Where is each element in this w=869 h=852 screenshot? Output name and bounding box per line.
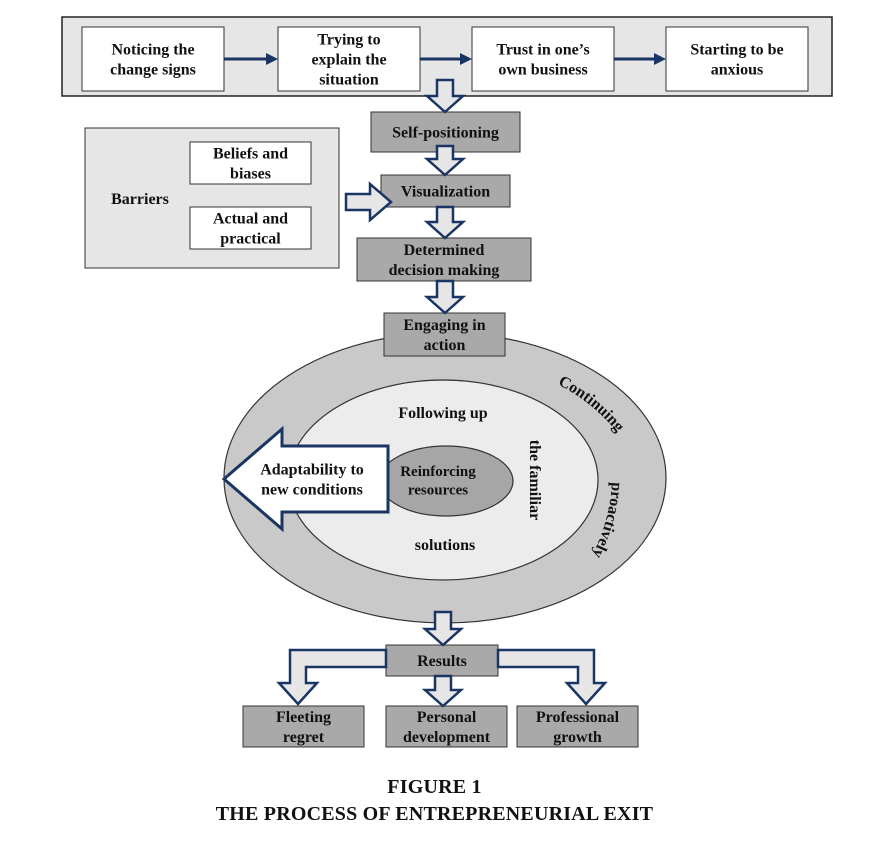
top-step-label-explaining: Trying to explain the situation xyxy=(311,32,386,89)
barrier-label-beliefs-line: Beliefs and xyxy=(213,146,288,163)
stage-label-visualization-line: Visualization xyxy=(401,184,490,201)
barrier-label-actual: Actual and practical xyxy=(213,211,288,248)
arrow-to-personal xyxy=(421,674,465,708)
inner-side-label: the familiar xyxy=(526,440,543,520)
core-label-line: resources xyxy=(408,483,468,499)
top-step-box-trust xyxy=(471,26,615,92)
top-step-label-explaining-line: explain the xyxy=(311,52,386,69)
adaptability-arrow xyxy=(221,425,390,533)
top-step-label-anxious-line: Starting to be xyxy=(690,42,783,59)
top-step-label-noticing: Noticing the change signs xyxy=(110,42,196,79)
top-step-label-anxious: Starting to be anxious xyxy=(690,42,783,79)
arrow-to-engaging xyxy=(423,279,467,315)
stage-label-visualization: Visualization xyxy=(401,184,490,201)
stage-label-determined-line: decision making xyxy=(389,262,500,279)
outcome-label-personal-line: Personal xyxy=(417,709,477,726)
barriers-to-visualization-arrow xyxy=(344,181,393,223)
barrier-label-beliefs: Beliefs and biases xyxy=(213,146,288,183)
barrier-label-actual-line: practical xyxy=(220,231,281,248)
top-step-label-anxious-line: anxious xyxy=(711,62,763,79)
outcome-box-personal xyxy=(385,705,508,748)
stage-label-engaging-line: action xyxy=(424,337,466,354)
branch-arrow-right xyxy=(496,648,608,706)
outcome-label-personal-line: development xyxy=(403,729,491,746)
top-connector-arrowhead xyxy=(460,53,472,65)
outcome-box-fleeting xyxy=(242,705,365,748)
top-step-label-trust-line: own business xyxy=(498,62,587,79)
barrier-box-beliefs xyxy=(189,141,312,185)
stage-label-determined-line: Determined xyxy=(404,242,485,259)
outcome-label-fleeting-line: regret xyxy=(283,729,325,746)
process-diagram: Noticing the change signs Trying to explain… xyxy=(61,16,833,748)
top-connector-arrowhead xyxy=(654,53,666,65)
top-step-label-noticing-line: Noticing the xyxy=(111,42,194,59)
top-step-box-noticing xyxy=(81,26,225,92)
stage-box-visualization xyxy=(380,174,511,208)
inner-top-label: Following up xyxy=(398,405,487,422)
stage-box-results xyxy=(385,644,499,677)
stage-label-results: Results xyxy=(417,653,467,670)
stage-box-engaging xyxy=(383,312,506,357)
top-step-label-trust-line: Trust in one’s xyxy=(496,42,589,59)
figure-number: FIGURE 1 xyxy=(387,776,482,798)
outcome-label-professional-line: Professional xyxy=(536,709,620,726)
inner-bottom-label: solutions xyxy=(415,537,475,554)
core-ellipse xyxy=(378,445,514,517)
branch-arrow-left xyxy=(276,648,388,706)
top-step-label-noticing-line: change signs xyxy=(110,62,196,79)
top-step-box-anxious xyxy=(665,26,809,92)
stage-label-engaging: Engaging in action xyxy=(403,317,485,354)
outcome-label-fleeting-line: Fleeting xyxy=(276,709,331,726)
figure-title: THE PROCESS OF ENTREPRENEURIAL EXIT xyxy=(215,803,654,825)
stage-label-self-positioning: Self-positioning xyxy=(392,125,499,142)
outcome-label-fleeting: Fleeting regret xyxy=(276,709,331,746)
arrow-to-visualization xyxy=(423,144,467,177)
core-label: Reinforcing resources xyxy=(400,464,476,499)
adaptability-label-line: new conditions xyxy=(261,482,363,499)
barrier-box-actual xyxy=(189,206,312,250)
outcome-box-professional xyxy=(516,705,639,748)
top-connector-arrowhead xyxy=(266,53,278,65)
barriers-label: Barriers xyxy=(111,191,169,208)
top-step-label-explaining-line: situation xyxy=(319,72,379,89)
barrier-label-beliefs-line: biases xyxy=(230,166,271,183)
stage-label-self-positioning-line: Self-positioning xyxy=(392,125,499,142)
outcome-label-professional-line: growth xyxy=(553,729,602,746)
top-step-label-trust: Trust in one’s own business xyxy=(496,42,589,79)
adaptability-label-line: Adaptability to xyxy=(260,462,364,479)
outcome-label-personal: Personal development xyxy=(403,709,491,746)
arrow-to-results xyxy=(421,610,465,647)
arrow-to-determined xyxy=(423,205,467,240)
adaptability-label: Adaptability to new conditions xyxy=(260,462,364,499)
top-step-box-explaining xyxy=(277,26,421,92)
core-label-line: Reinforcing xyxy=(400,464,476,480)
outcome-label-professional: Professional growth xyxy=(536,709,620,746)
top-step-label-explaining-line: Trying to xyxy=(317,32,380,49)
stage-label-engaging-line: Engaging in xyxy=(403,317,485,334)
stage-label-results-line: Results xyxy=(417,653,467,670)
arrow-to-self-positioning xyxy=(423,78,467,114)
barrier-label-actual-line: Actual and xyxy=(213,211,288,228)
stage-box-determined xyxy=(356,237,532,282)
stage-label-determined: Determined decision making xyxy=(389,242,500,279)
